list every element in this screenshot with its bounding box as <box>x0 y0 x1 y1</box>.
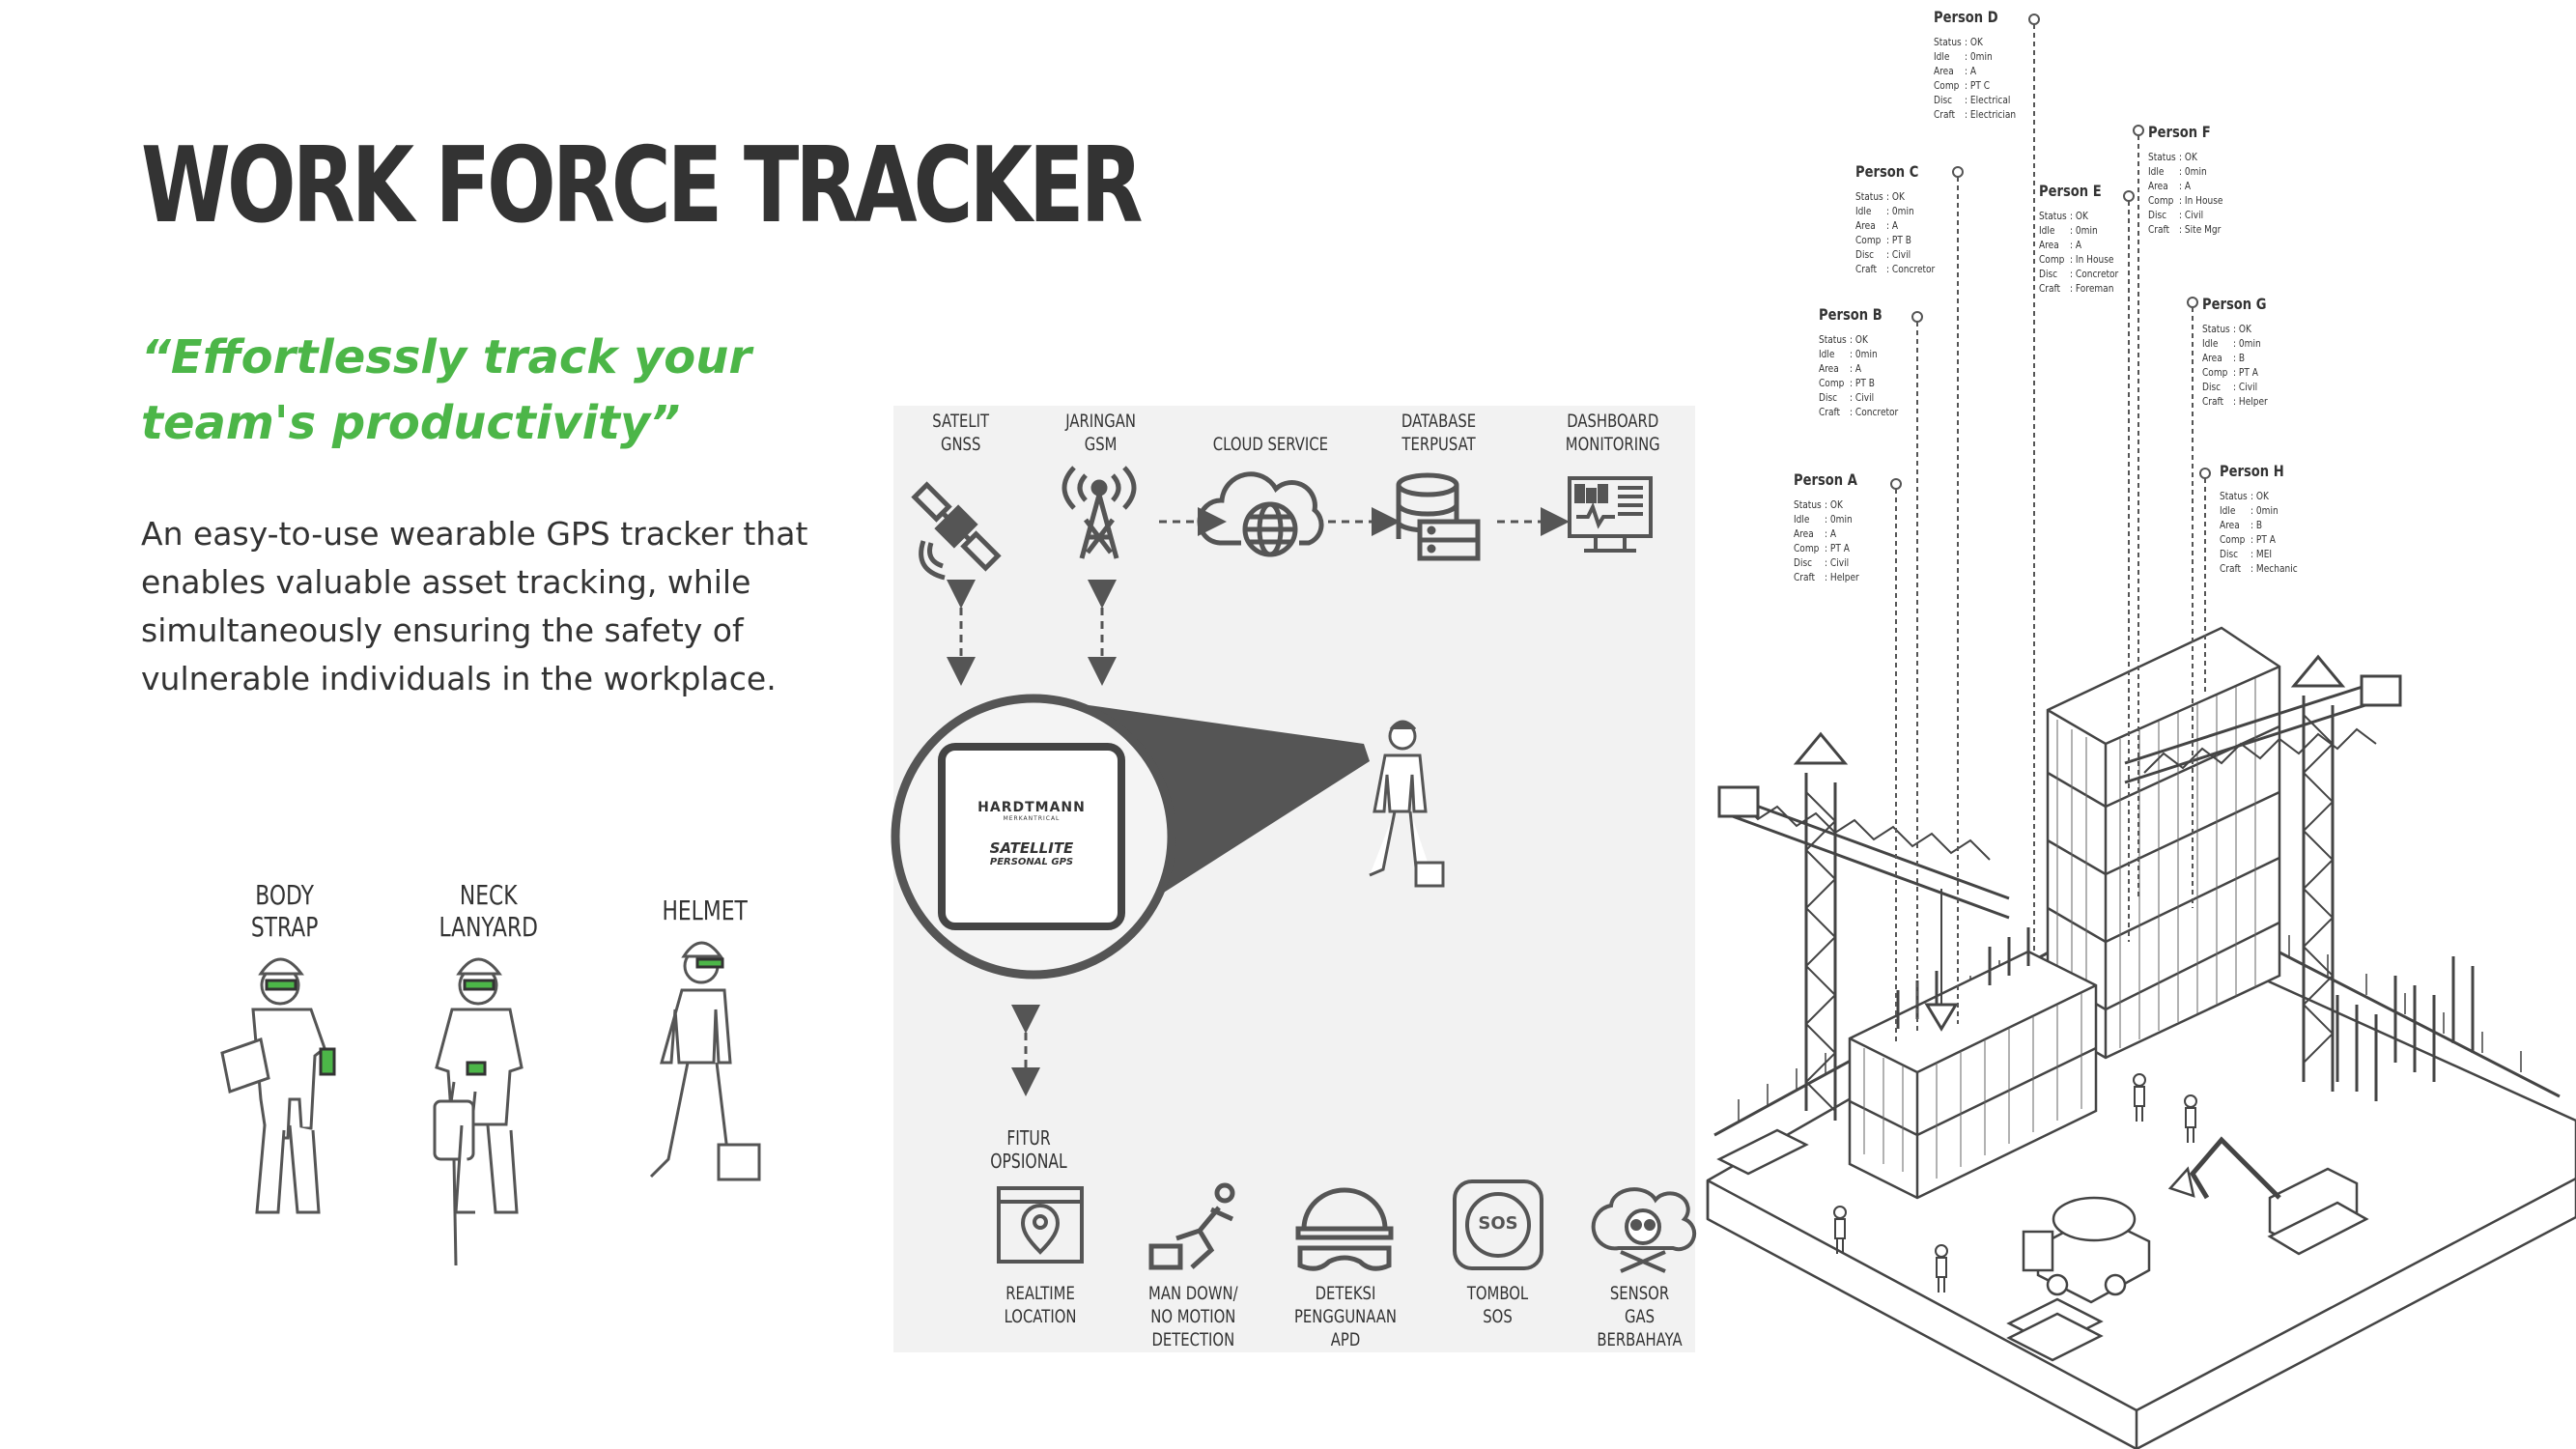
person-fields: Status: OK Idle: 0min Area: A Comp: PT C… <box>1934 36 2017 121</box>
tagline-line-2: team's productivity” <box>141 396 681 450</box>
skull-gas-icon <box>1591 1187 1697 1273</box>
map-pin-screen-icon <box>997 1186 1084 1264</box>
person-fields: Status: OK Idle: 0min Area: B Comp: PT A… <box>2202 323 2268 408</box>
device-brand: HARDTMANN <box>977 800 1086 815</box>
person-card-d: Person D Status: OK Idle: 0min Area: A C… <box>1934 8 2019 122</box>
person-fields: Status: OK Idle: 0min Area: A Comp: PT A… <box>1794 498 1859 583</box>
person-name: Person B <box>1819 305 1882 324</box>
person-fields: Status: OK Idle: 0min Area: A Comp: PT B… <box>1855 190 1936 275</box>
cloud-globe-icon <box>1197 471 1324 557</box>
person-name: Person A <box>1794 470 1857 489</box>
person-fields: Status: OK Idle: 0min Area: A Comp: In H… <box>2148 151 2223 236</box>
antenna-tower-icon <box>1062 466 1137 559</box>
satellite-icon <box>911 481 1002 581</box>
flow-arrows <box>947 507 1570 1096</box>
person-markers <box>1890 14 2211 490</box>
optional-features-label: FITUR OPSIONAL <box>990 1126 1067 1173</box>
person-name: Person C <box>1855 162 1919 181</box>
person-card-h: Person H Status: OK Idle: 0min Area: B C… <box>2220 462 2301 576</box>
person-fields: Status: OK Idle: 0min Area: B Comp: PT A… <box>2220 490 2298 575</box>
tagline: “Effortlessly track your team's producti… <box>141 325 856 456</box>
person-card-f: Person F Status: OK Idle: 0min Area: A C… <box>2148 123 2226 237</box>
tagline-line-1: “Effortlessly track your <box>141 330 752 384</box>
database-server-icon <box>1396 472 1481 561</box>
person-name: Person G <box>2202 295 2267 313</box>
person-name: Person E <box>2039 182 2102 200</box>
person-leader-lines <box>1895 24 2206 1043</box>
helmet-worker-figure <box>649 941 761 1181</box>
wearable-label-helmet: HELMET <box>662 895 749 926</box>
construction-site-illustration <box>1706 626 2576 1449</box>
gps-device <box>938 743 1125 930</box>
person-card-c: Person C Status: OK Idle: 0min Area: A C… <box>1855 162 1939 276</box>
person-name: Person D <box>1934 8 1998 26</box>
person-card-b: Person B Status: OK Idle: 0min Area: A C… <box>1819 305 1902 419</box>
businessman-figure <box>1369 720 1445 888</box>
person-card-a: Person A Status: OK Idle: 0min Area: A C… <box>1794 470 1862 584</box>
falling-person-icon <box>1148 1182 1235 1270</box>
person-card-e: Person E Status: OK Idle: 0min Area: A C… <box>2039 182 2122 296</box>
device-name-line-1: SATELLITE <box>989 839 1074 857</box>
device-label: HARDTMANN MERKANTRICAL SATELLITE PERSONA… <box>951 800 1112 867</box>
person-fields: Status: OK Idle: 0min Area: A Comp: In H… <box>2039 210 2119 295</box>
monitor-dashboard-icon <box>1568 476 1653 553</box>
neck-lanyard-worker-figure <box>433 957 524 1266</box>
helmet-goggles-icon <box>1295 1187 1394 1271</box>
page-title: WORK FORCE TRACKER <box>141 126 1143 246</box>
device-brand-sub: MERKANTRICAL <box>1003 815 1061 822</box>
person-name: Person H <box>2220 462 2284 480</box>
feature-label-tombol-sos: TOMBOL SOS <box>1466 1283 1529 1327</box>
description: An easy-to-use wearable GPS tracker that… <box>141 515 808 697</box>
person-fields: Status: OK Idle: 0min Area: A Comp: PT B… <box>1819 333 1899 418</box>
sos-button-icon <box>1453 1179 1543 1270</box>
body-strap-worker-figure <box>220 957 336 1214</box>
person-card-g: Person G Status: OK Idle: 0min Area: B C… <box>2202 295 2271 409</box>
sos-text: SOS <box>1478 1213 1518 1234</box>
device-name-line-2: PERSONAL GPS <box>989 857 1074 867</box>
flow-label-cloud-service: CLOUD SERVICE <box>1212 434 1328 455</box>
person-name: Person F <box>2148 123 2211 141</box>
